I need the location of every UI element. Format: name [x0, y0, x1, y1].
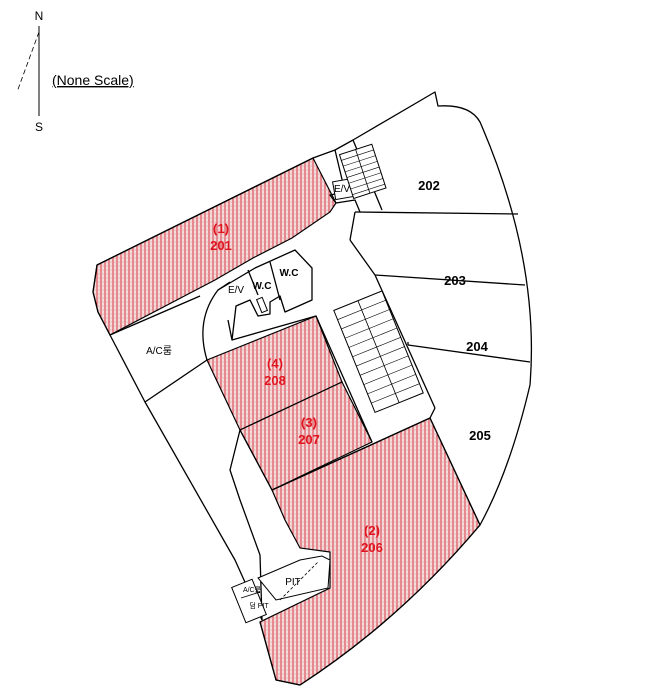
unit-208-tag: (4): [267, 356, 283, 371]
south-label: S: [35, 120, 43, 134]
ev-top-label: E/V: [334, 184, 350, 195]
unit-204-number: 204: [466, 339, 488, 354]
compass: N S: [16, 9, 44, 134]
unit-203-number: 203: [444, 273, 466, 288]
pit-label: PIT: [285, 577, 301, 588]
unit-206-number: 206: [361, 540, 383, 555]
wc-right-label: W.C: [280, 268, 299, 279]
scale-note: (None Scale): [52, 72, 134, 88]
wc-left-label: W.C: [253, 281, 272, 292]
unit-201-number: 201: [210, 238, 232, 253]
pit-block: [231, 555, 331, 624]
dam-pit-label: 덤 PIT: [249, 602, 269, 610]
ac-room-label: A/C룸: [146, 345, 172, 357]
ac-small-label: A/C룸: [243, 586, 262, 594]
unit-205-number: 205: [469, 428, 491, 443]
unit-207-number: 207: [298, 432, 320, 447]
unit-207-tag: (3): [301, 415, 317, 430]
unit-208-number: 208: [264, 373, 286, 388]
north-arrow-icon: [16, 31, 40, 93]
central-staircase: [333, 290, 424, 414]
ev-left-label: E/V: [228, 285, 244, 296]
staircase-top: [338, 143, 387, 200]
unit-202-number: 202: [418, 178, 440, 193]
unit-201-tag: (1): [213, 221, 229, 236]
unit-206-tag: (2): [364, 523, 380, 538]
north-label: N: [35, 9, 44, 23]
